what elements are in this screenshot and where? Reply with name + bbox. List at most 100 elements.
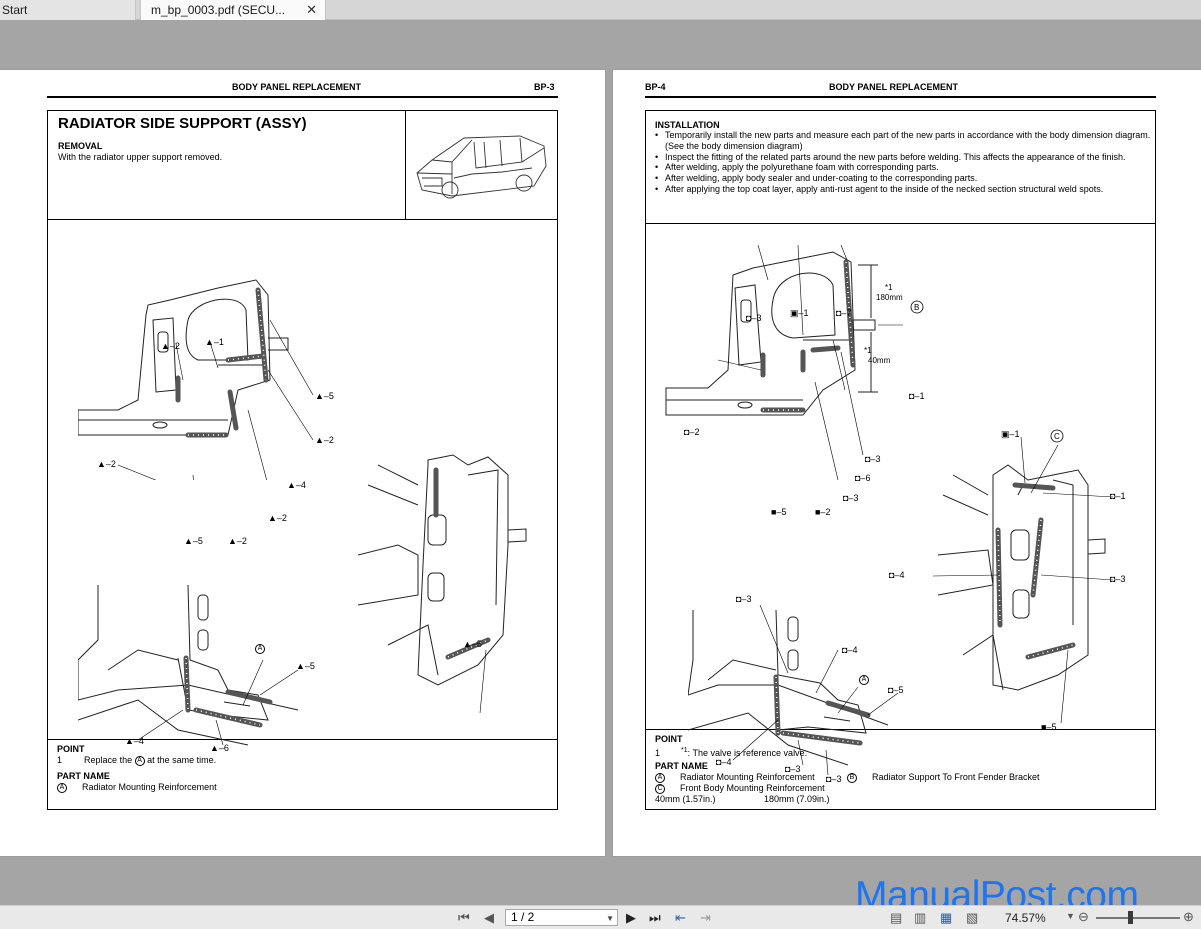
callout-label: ◘–7 <box>836 308 852 318</box>
pdf-page-left: BODY PANEL REPLACEMENT BP-3 RADIATOR SID… <box>0 70 605 856</box>
callout-label: ◘–3 <box>746 313 762 323</box>
callout-label: ◘–4 <box>889 570 905 580</box>
prev-page-icon[interactable]: ◀ <box>484 910 494 925</box>
callout-label: ▲–6 <box>210 743 229 753</box>
zoom-level[interactable]: 74.57% <box>1005 911 1046 925</box>
installation-diagram-upper: *1 180mm *1 40mm B <box>665 244 924 480</box>
tab-start-label: Start <box>2 3 28 17</box>
page-number-select[interactable]: 1 / 2 ▼ <box>505 909 618 926</box>
removal-heading: REMOVAL <box>58 141 103 151</box>
callout-label: ◘–3 <box>843 493 859 503</box>
list-item: After welding, apply the polyurethane fo… <box>652 162 1157 173</box>
removal-diagram-lower <box>78 584 299 746</box>
callout-label: ◘–5 <box>888 685 904 695</box>
first-page-icon[interactable]: ⏮ <box>458 910 470 925</box>
next-page-icon[interactable]: ▶ <box>626 910 636 925</box>
removal-diagram-side <box>358 454 527 714</box>
part-name-line: A Radiator Mounting Reinforcement <box>655 772 815 783</box>
page-code: BP-4 <box>645 82 666 92</box>
star1-label: *1 <box>864 346 872 355</box>
cover-view-icon[interactable]: ▧ <box>966 910 979 925</box>
bottom-toolbar: ⏮ ◀ 1 / 2 ▼ ▶ ⏭ ⇤ ⇥ ▤ ▥ ▦ ▧ 74.57% ▼ ⊖ ⊕ <box>0 905 1201 929</box>
callout-label: ▲–2 <box>161 341 180 351</box>
callout-label: ◘–3 <box>785 764 801 774</box>
callout-label: ◘–4 <box>842 645 858 655</box>
dimension-40: 40mm <box>868 356 891 365</box>
ref-b-label: B <box>914 303 919 312</box>
callout-label: ◘–1 <box>909 391 925 401</box>
zoom-dropdown-icon[interactable]: ▼ <box>1066 911 1075 921</box>
callout-label: ▲–2 <box>268 513 287 523</box>
star1-label: *1 <box>885 283 893 292</box>
single-page-view-icon[interactable]: ▤ <box>890 910 903 925</box>
callout-label: ▲–5 <box>184 536 203 546</box>
callout-label: ◘–3 <box>736 594 752 604</box>
callout-label: ◘–2 <box>684 427 700 437</box>
callout-label: ■–5 <box>771 507 787 517</box>
callout-label: ▣–1 <box>790 308 809 318</box>
content-frame <box>645 110 1156 810</box>
callout-label: ◘–3 <box>865 454 881 464</box>
continuous-view-icon[interactable]: ▥ <box>914 910 927 925</box>
page-header-title: BODY PANEL REPLACEMENT <box>232 82 362 92</box>
next-view-icon[interactable]: ⇥ <box>700 910 711 925</box>
callout-label: ■–2 <box>815 507 831 517</box>
page-code: BP-3 <box>534 82 555 92</box>
pdf-page-right: BP-4 BODY PANEL REPLACEMENT INSTALLATION <box>613 70 1201 856</box>
callout-label: ▲–5 <box>463 639 482 649</box>
divider <box>405 110 406 220</box>
callout-label: ▲–2 <box>228 536 247 546</box>
callout-label: A <box>859 674 869 685</box>
callout-label: ▲–5 <box>315 391 334 401</box>
part-name-heading: PART NAME <box>655 761 708 771</box>
zoom-in-icon[interactable]: ⊕ <box>1183 909 1194 924</box>
part-name-line: A Radiator Mounting Reinforcement <box>57 782 217 793</box>
callout-label: ◘–6 <box>855 473 871 483</box>
page-header-title: BODY PANEL REPLACEMENT <box>829 82 959 92</box>
callout-label: ▲–1 <box>205 337 224 347</box>
part-name-heading: PART NAME <box>57 771 110 781</box>
callout-label: A <box>255 643 265 654</box>
callout-label: ▲–2 <box>97 459 116 469</box>
tab-document-label: m_bp_0003.pdf (SECU... <box>151 3 286 17</box>
car-thumbnail-image <box>416 135 547 199</box>
divider <box>47 219 558 220</box>
callout-label: ◘–1 <box>1110 491 1126 501</box>
callout-label: ▲–4 <box>287 480 306 490</box>
list-item: After welding, apply body sealer and und… <box>652 173 1157 184</box>
removal-text: With the radiator upper support removed. <box>58 152 223 162</box>
zoom-slider-handle[interactable] <box>1128 911 1133 924</box>
point-heading: POINT <box>57 744 85 754</box>
callout-label: ◘–4 <box>716 757 732 767</box>
installation-heading: INSTALLATION <box>655 120 720 130</box>
callout-label: ▣–1 <box>1001 429 1020 439</box>
previous-view-icon[interactable]: ⇤ <box>675 910 686 925</box>
callout-label: ▲–4 <box>125 736 144 746</box>
part-name-line: C Front Body Mounting Reinforcement <box>655 783 825 794</box>
dimension-180: 180mm <box>876 293 903 302</box>
callout-label: ▲–5 <box>296 661 315 671</box>
callout-label: ■–5 <box>1041 722 1057 732</box>
zoom-slider-track[interactable] <box>1096 917 1180 919</box>
list-item: Temporarily install the new parts and me… <box>652 130 1157 152</box>
ref-c-label: C <box>1054 432 1060 441</box>
section-title: RADIATOR SIDE SUPPORT (ASSY) <box>58 115 307 132</box>
callout-label: ◘–3 <box>826 774 842 784</box>
chevron-down-icon: ▼ <box>606 914 614 923</box>
point-line: 1 *1: The valve is reference valve. <box>655 747 808 758</box>
zoom-out-icon[interactable]: ⊖ <box>1078 909 1089 924</box>
facing-view-icon[interactable]: ▦ <box>940 910 953 925</box>
tab-document[interactable]: m_bp_0003.pdf (SECU... ✕ <box>140 0 326 20</box>
last-page-icon[interactable]: ⏭ <box>649 910 661 925</box>
close-icon[interactable]: ✕ <box>306 2 317 17</box>
dimension-180-note: 180mm (7.09in.) <box>764 794 830 804</box>
removal-diagram-upper <box>78 279 314 480</box>
point-line: 1 Replace the A at the same time. <box>57 755 217 766</box>
callout-label: ▲–2 <box>315 435 334 445</box>
callout-label: ◘–3 <box>1110 574 1126 584</box>
installation-diagram-side: C <box>933 429 1114 724</box>
tab-start[interactable]: Start <box>0 0 136 20</box>
dimension-40-note: 40mm (1.57in.) <box>655 794 716 804</box>
page-indicator: 1 / 2 <box>511 910 535 924</box>
point-heading: POINT <box>655 734 683 744</box>
